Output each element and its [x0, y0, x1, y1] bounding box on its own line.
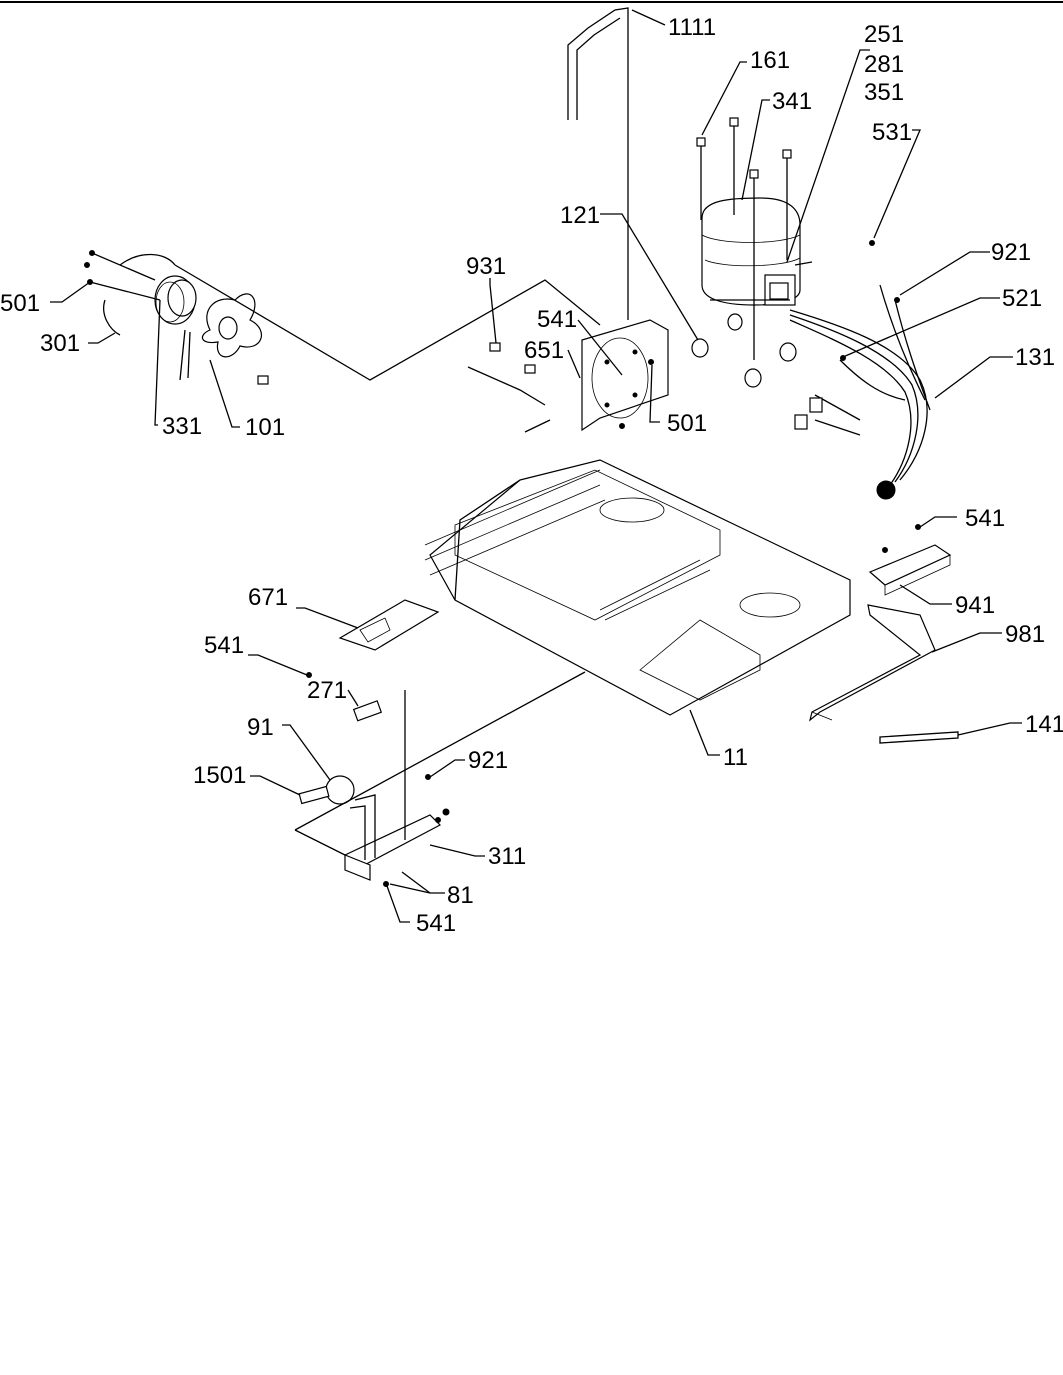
callout-941: 941 [955, 592, 995, 619]
callout-131: 131 [1015, 344, 1055, 371]
tube-141-part [879, 731, 959, 744]
callout-921-relay: 921 [468, 747, 508, 774]
callout-141: 141 [1025, 711, 1063, 738]
callout-271: 271 [307, 677, 347, 704]
assembly-line-fan [174, 264, 601, 381]
callout-501-left: 501 [0, 290, 40, 317]
callout-11: 11 [723, 744, 748, 771]
capacitor-271-part [352, 700, 383, 722]
callout-1111: 1111 [668, 14, 716, 41]
callout-501-shroud: 501 [667, 410, 707, 437]
callout-351: 351 [864, 79, 904, 106]
compressor-341-part [701, 197, 813, 306]
callout-981: 981 [1005, 621, 1045, 648]
leader-lines [50, 9, 1022, 923]
drain-pan-981-part [808, 604, 936, 722]
callout-251: 251 [864, 21, 904, 48]
callout-281: 281 [864, 51, 904, 78]
fan-shroud-part [581, 319, 669, 432]
callout-541-relay: 541 [416, 910, 456, 937]
fan-motor-assembly-part [84, 250, 269, 385]
callout-671: 671 [248, 584, 288, 611]
callout-541-bracket: 541 [965, 505, 1005, 532]
grommets-121-part [691, 313, 797, 388]
callout-161: 161 [750, 47, 790, 74]
callout-921-top: 921 [991, 239, 1031, 266]
callout-651: 651 [524, 337, 564, 364]
relay-housing-part [294, 671, 586, 887]
callout-341: 341 [772, 88, 812, 115]
callout-101: 101 [245, 414, 285, 441]
callout-121: 121 [560, 202, 600, 229]
callout-531: 531 [872, 119, 912, 146]
callout-91: 91 [247, 714, 274, 741]
callout-931: 931 [466, 253, 506, 280]
callout-81: 81 [447, 882, 474, 909]
harness-131-part [789, 240, 931, 500]
clips-931-part [467, 342, 551, 433]
callout-521: 521 [1002, 285, 1042, 312]
cover-671-part [306, 599, 440, 678]
callout-1501: 1501 [193, 762, 246, 789]
callout-labels: 1111 161 251 281 351 341 531 121 921 931… [0, 14, 1063, 937]
callout-541-cover: 541 [204, 632, 244, 659]
callout-311: 311 [488, 843, 526, 870]
base-tray-11-part [424, 459, 851, 716]
callout-301: 301 [40, 330, 80, 357]
callout-541-shroud: 541 [537, 306, 577, 333]
callout-331: 331 [162, 413, 202, 440]
bracket-941-part [868, 524, 952, 596]
tube-1111-part [567, 7, 629, 320]
bolts-161-part [696, 117, 792, 360]
